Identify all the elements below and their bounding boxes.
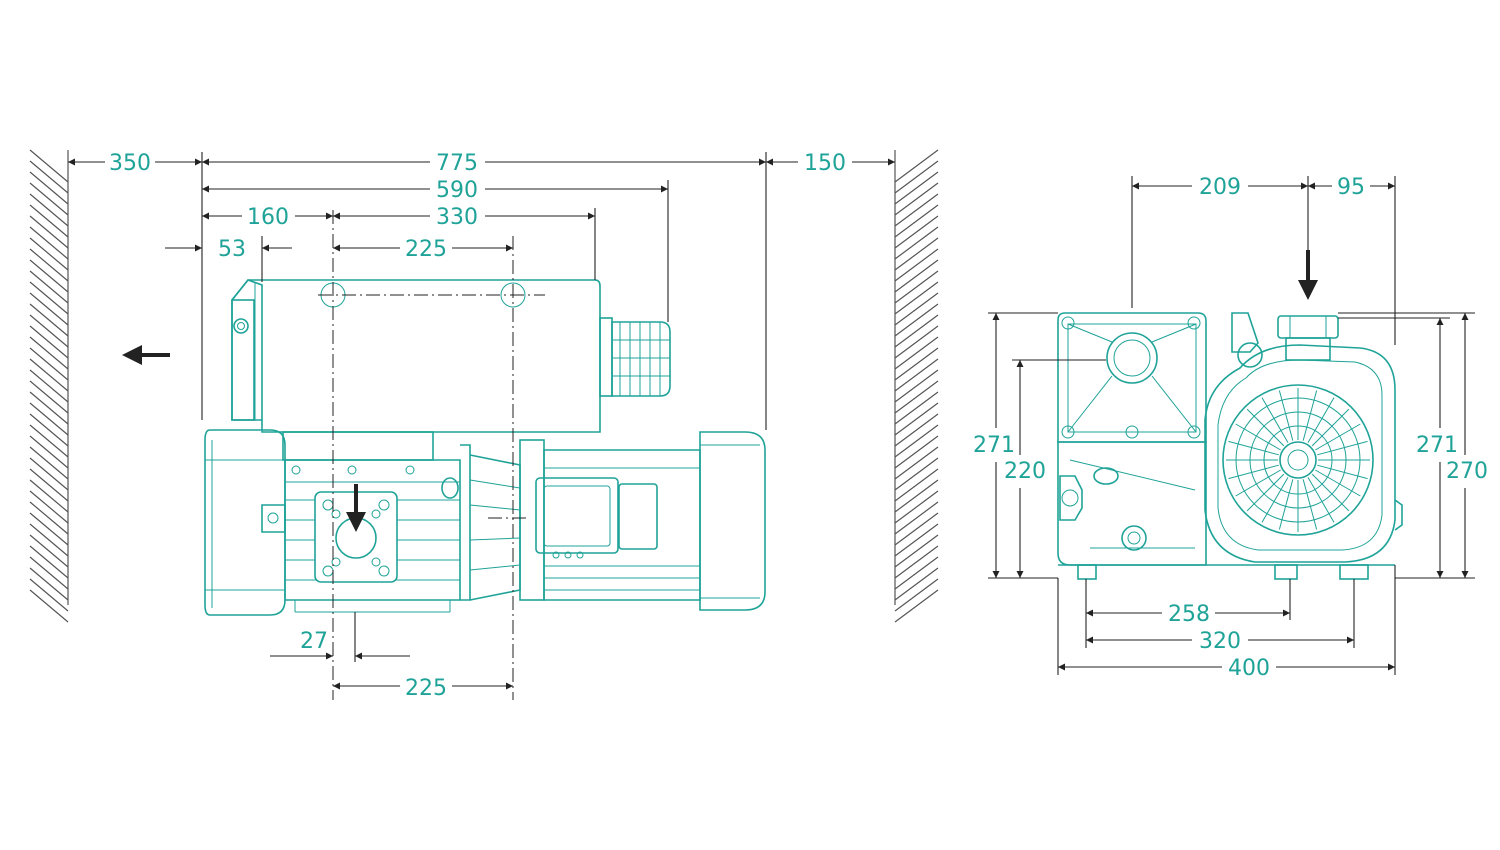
- dim-220: 220: [1004, 459, 1046, 484]
- dim-258: 258: [1168, 602, 1210, 627]
- dim-53: 53: [218, 237, 246, 262]
- dim-271-right: 271: [1416, 433, 1458, 458]
- inlet-arrow-front-icon: [1298, 280, 1318, 300]
- side-view-dimensions: 350 775 150 590 160 330 53 225 27 225: [68, 151, 895, 701]
- right-wall: [894, 149, 939, 623]
- inlet-arrow-icon: [346, 512, 366, 532]
- dim-775: 775: [436, 151, 478, 176]
- dim-27: 27: [300, 629, 328, 654]
- dim-270: 270: [1446, 459, 1488, 484]
- dim-350: 350: [109, 151, 151, 176]
- dim-209: 209: [1199, 175, 1241, 200]
- dim-225-top: 225: [405, 237, 447, 262]
- dim-590: 590: [436, 178, 478, 203]
- dim-330: 330: [436, 205, 478, 230]
- side-view-pump: [204, 279, 766, 616]
- dim-160: 160: [247, 205, 289, 230]
- dim-400: 400: [1228, 656, 1270, 681]
- dim-95: 95: [1337, 175, 1365, 200]
- left-wall: [29, 149, 69, 623]
- front-view-pump: [1057, 312, 1403, 580]
- dim-225-bottom: 225: [405, 676, 447, 701]
- dim-320: 320: [1199, 629, 1241, 654]
- dim-271-left: 271: [973, 433, 1015, 458]
- exhaust-arrow-icon: [122, 345, 170, 365]
- front-view-dimensions: 209 95 271 220 271 270 258 320 400: [973, 175, 1488, 681]
- dim-150: 150: [804, 151, 846, 176]
